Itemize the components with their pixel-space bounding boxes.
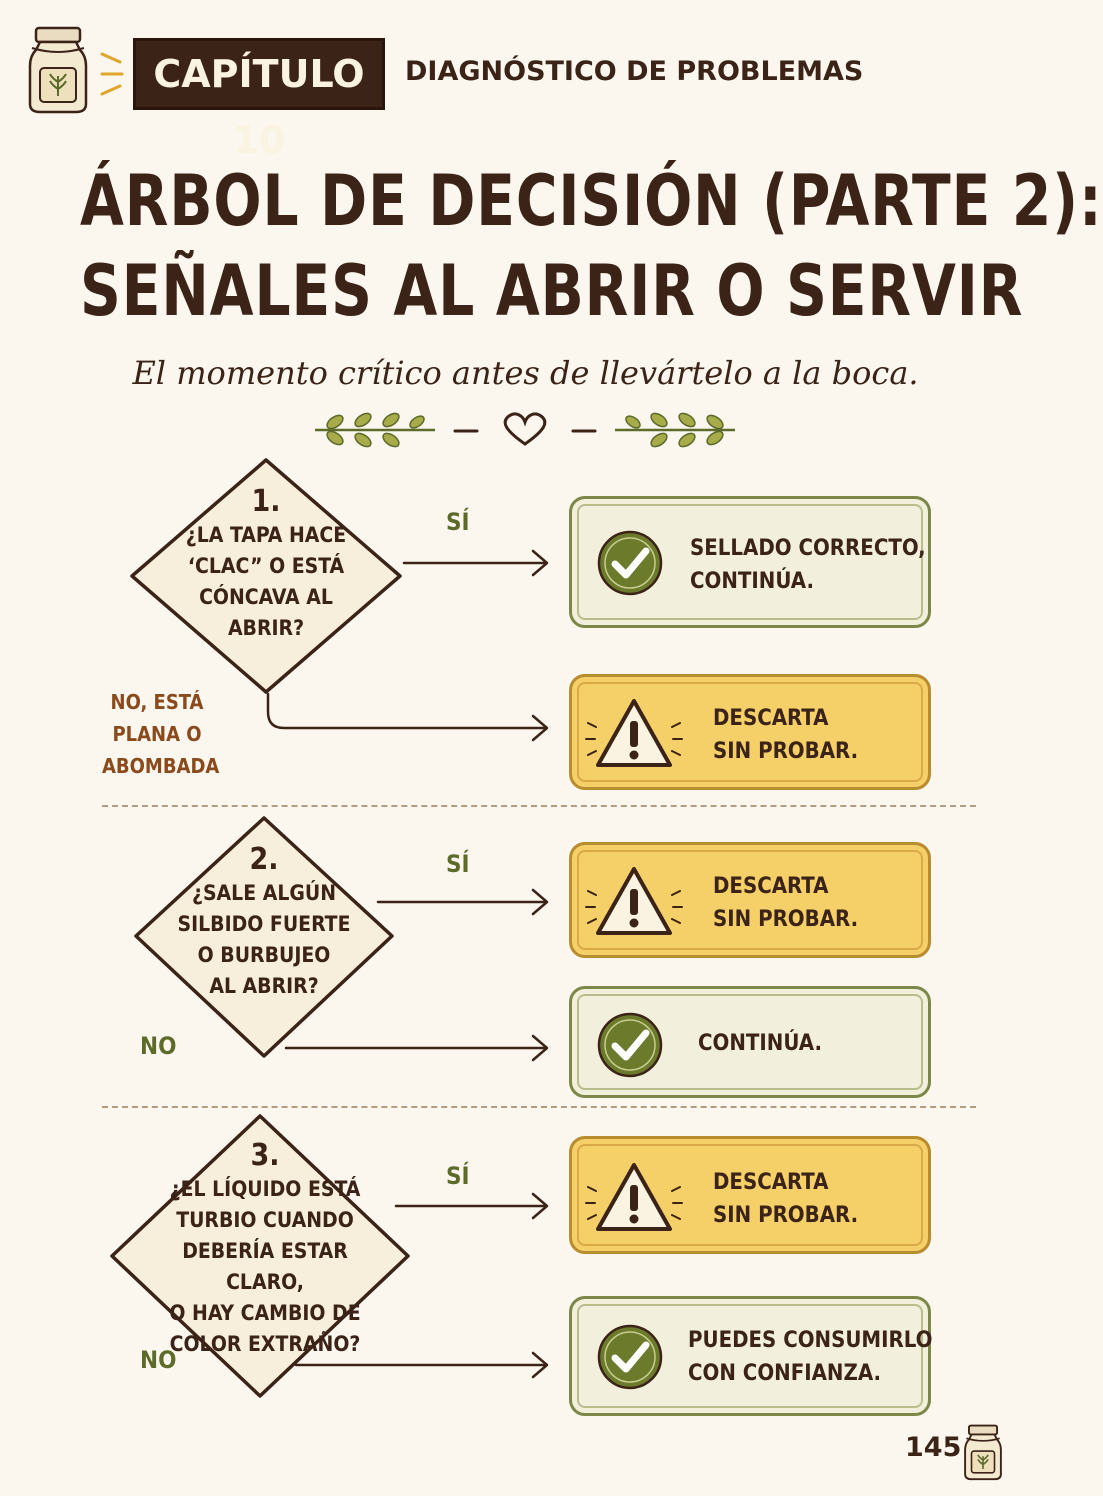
question-1-no-label: NO, ESTÁ PLANA O ABOMBADA bbox=[102, 686, 220, 782]
warning-triangle-icon bbox=[585, 867, 683, 935]
question-1-line-1: ¿LA TAPA HACE bbox=[185, 523, 347, 547]
jar-icon bbox=[964, 1424, 1002, 1481]
question-2-no-result: CONTINÚA. bbox=[569, 986, 931, 1098]
question-3-line-2: TURBIO CUANDO bbox=[176, 1208, 354, 1232]
question-3-no-result-line-1: PUEDES CONSUMIRLO bbox=[688, 1328, 933, 1353]
question-3-line-4: O HAY CAMBIO DE bbox=[169, 1301, 361, 1325]
question-1-yes-result-line-1: SELLADO CORRECTO, bbox=[690, 536, 926, 561]
question-1-no-result-line-1: DESCARTA bbox=[713, 706, 829, 731]
question-2-yes-label: SÍ bbox=[446, 850, 470, 878]
question-2-number: 2. bbox=[249, 842, 279, 877]
question-3-yes-result-line-2: SIN PROBAR. bbox=[713, 1203, 859, 1228]
sparkle-icon bbox=[100, 52, 124, 96]
question-1-no-result: DESCARTA SIN PROBAR. bbox=[569, 674, 931, 790]
question-1-line-4: ABRIR? bbox=[227, 616, 305, 640]
warning-triangle-icon bbox=[585, 1163, 683, 1231]
question-2-no-label: NO bbox=[140, 1032, 177, 1060]
question-1-yes-result-line-2: CONTINÚA. bbox=[690, 569, 814, 594]
page-title-line-1: ÁRBOL DE DECISIÓN (PARTE 2): bbox=[80, 160, 1103, 242]
page-title-line-2: SEÑALES AL ABRIR O SERVIR bbox=[80, 250, 1024, 332]
question-2-line-3: O BURBUJEO bbox=[197, 943, 331, 967]
question-2-yes-result-line-1: DESCARTA bbox=[713, 874, 829, 899]
question-2-text: 2. ¿SALE ALGÚN SILBIDO FUERTE O BURBUJEO… bbox=[150, 842, 378, 1002]
question-1-line-2: ‘CLAC” O ESTÁ bbox=[187, 554, 345, 578]
page-number: 145 bbox=[905, 1432, 962, 1463]
question-3-yes-label: SÍ bbox=[446, 1162, 470, 1190]
section-divider-2 bbox=[102, 1106, 976, 1108]
jar-icon bbox=[28, 26, 88, 114]
question-3-yes-result-line-1: DESCARTA bbox=[713, 1170, 829, 1195]
warning-triangle-icon bbox=[585, 699, 683, 767]
question-1-diamond bbox=[130, 458, 402, 694]
question-3-no-result: PUEDES CONSUMIRLO CON CONFIANZA. bbox=[569, 1296, 933, 1416]
question-1-yes-label: SÍ bbox=[446, 508, 470, 536]
question-2-diamond bbox=[134, 816, 394, 1058]
question-2-yes-result-line-2: SIN PROBAR. bbox=[713, 907, 859, 932]
page-subtitle: El momento crítico antes de llevártelo a… bbox=[132, 354, 919, 392]
question-2-line-1: ¿SALE ALGÚN bbox=[191, 881, 337, 905]
section-divider-1 bbox=[102, 805, 976, 807]
question-1-yes-result: SELLADO CORRECTO, CONTINÚA. bbox=[569, 496, 931, 628]
question-2-yes-result: DESCARTA SIN PROBAR. bbox=[569, 842, 931, 958]
check-circle-icon bbox=[597, 530, 663, 596]
check-circle-icon bbox=[597, 1012, 663, 1078]
question-3-line-5: COLOR EXTRAÑO? bbox=[169, 1332, 361, 1356]
question-1-number: 1. bbox=[251, 484, 281, 519]
question-2-line-4: AL ABRIR? bbox=[209, 974, 319, 998]
question-1-line-3: CÓNCAVA AL bbox=[199, 585, 333, 609]
question-1-no-result-line-2: SIN PROBAR. bbox=[713, 739, 859, 764]
question-1-no-line-3: ABOMBADA bbox=[102, 754, 220, 778]
chapter-badge: CAPÍTULO 10 bbox=[133, 38, 385, 162]
question-1-text: 1. ¿LA TAPA HACE ‘CLAC” O ESTÁ CÓNCAVA A… bbox=[150, 484, 382, 644]
question-3-no-label: NO bbox=[140, 1346, 177, 1374]
question-3-line-1: ¿EL LÍQUIDO ESTÁ bbox=[169, 1177, 361, 1201]
question-3-number: 3. bbox=[250, 1138, 280, 1173]
question-3-diamond bbox=[110, 1114, 410, 1398]
question-1-connectors bbox=[266, 549, 549, 1379]
check-circle-icon bbox=[597, 1324, 663, 1390]
question-3-line-3: DEBERÍA ESTAR CLARO, bbox=[182, 1239, 348, 1294]
question-2-line-2: SILBIDO FUERTE bbox=[177, 912, 351, 936]
question-3-no-result-line-2: CON CONFIANZA. bbox=[688, 1361, 882, 1386]
question-1-no-line-1: NO, ESTÁ bbox=[110, 690, 204, 714]
laurel-heart-ornament-icon bbox=[315, 412, 735, 448]
question-1-no-line-2: PLANA O bbox=[112, 722, 202, 746]
question-3-text: 3. ¿EL LÍQUIDO ESTÁ TURBIO CUANDO DEBERÍ… bbox=[140, 1138, 390, 1360]
question-2-no-result-line-1: CONTINÚA. bbox=[698, 1031, 822, 1056]
question-3-yes-result: DESCARTA SIN PROBAR. bbox=[569, 1136, 931, 1254]
section-title: DIAGNÓSTICO DE PROBLEMAS bbox=[405, 56, 864, 87]
